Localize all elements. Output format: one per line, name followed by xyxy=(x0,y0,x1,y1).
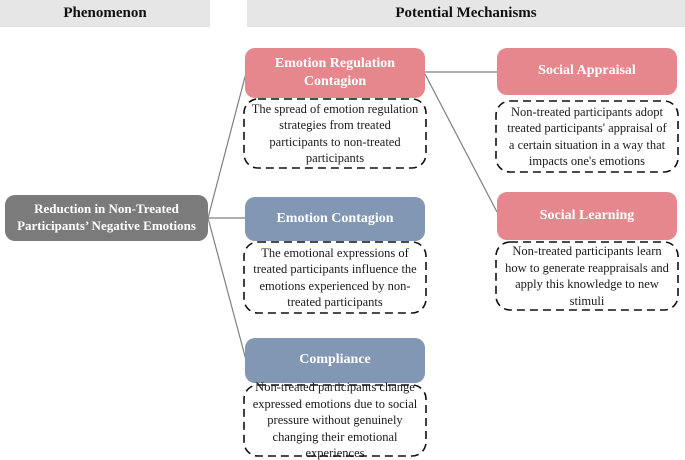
header-potential-mechanisms: Potential Mechanisms xyxy=(247,0,685,27)
mechanism-social-learning-label: Social Learning xyxy=(539,207,635,223)
description-social-appraisal: Non-treated participants adopt treated p… xyxy=(496,101,678,172)
mechanism-emotion-contagion-label: Emotion Contagion xyxy=(276,210,394,226)
dashed-border-compliance xyxy=(243,384,427,457)
mechanism-social-appraisal-label: Social Appraisal xyxy=(538,63,636,79)
connector-phenomenon-to-erc xyxy=(207,72,247,219)
description-emotion-regulation-contagion: The spread of emotion regulation strateg… xyxy=(244,99,426,168)
connector-phenomenon-to-compliance xyxy=(207,217,247,361)
phenomenon-box: Reduction in Non-Treated Participants’ N… xyxy=(5,195,208,241)
description-social-learning: Non-treated participants learn how to ge… xyxy=(496,242,678,310)
dashed-border-social-appraisal xyxy=(495,100,679,173)
connector-erc-to-social-learning xyxy=(424,73,498,213)
description-emotion-regulation-contagion-text: The spread of emotion regulation strateg… xyxy=(251,101,419,166)
description-compliance: Non-treated participants change expresse… xyxy=(244,380,426,460)
description-emotion-contagion-text: The emotional expressions of treated par… xyxy=(253,245,417,310)
mechanism-social-appraisal: Social Appraisal xyxy=(497,48,677,95)
mechanism-emotion-contagion: Emotion Contagion xyxy=(245,197,425,241)
header-phenomenon-label: Phenomenon xyxy=(63,5,147,21)
description-social-appraisal-text: Non-treated participants adopt treated p… xyxy=(507,104,667,169)
mechanism-social-learning: Social Learning xyxy=(497,192,677,240)
description-social-learning-text: Non-treated participants learn how to ge… xyxy=(505,244,669,308)
mechanism-compliance-label: Compliance xyxy=(299,352,371,368)
description-compliance-text: Non-treated participants change expresse… xyxy=(252,380,418,460)
description-emotion-contagion: The emotional expressions of treated par… xyxy=(244,242,426,313)
phenomenon-label: Reduction in Non-Treated Participants’ N… xyxy=(17,201,196,233)
dashed-border-erc xyxy=(243,98,427,169)
mechanism-emotion-regulation-contagion: Emotion Regulation Contagion xyxy=(245,48,425,98)
dashed-border-ec xyxy=(243,241,427,314)
mechanism-emotion-regulation-contagion-label: Emotion Regulation Contagion xyxy=(274,55,396,89)
dashed-border-social-learning xyxy=(495,241,679,311)
header-potential-mechanisms-label: Potential Mechanisms xyxy=(395,5,537,21)
header-phenomenon: Phenomenon xyxy=(0,0,210,27)
mechanism-compliance: Compliance xyxy=(245,338,425,383)
